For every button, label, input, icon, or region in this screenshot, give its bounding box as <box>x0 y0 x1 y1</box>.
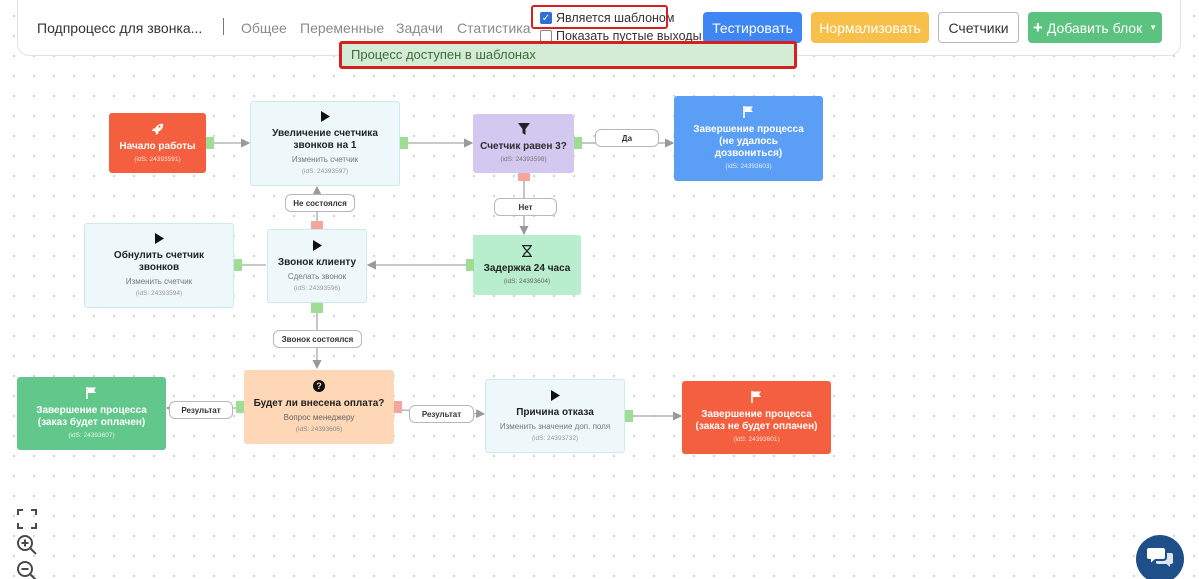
node-call-client[interactable]: Звонок клиенту Сделать звонок (idS: 2439… <box>267 229 367 303</box>
node-end-paid[interactable]: Завершение процесса (заказ будет оплачен… <box>17 377 166 450</box>
node-counter-check[interactable]: Счетчик равен 3? (idS: 24393598) <box>473 114 574 173</box>
zoom-out-icon[interactable] <box>16 560 40 579</box>
add-block-label: Добавить блок <box>1046 19 1143 36</box>
svg-text:?: ? <box>316 381 322 391</box>
flag-icon <box>86 387 97 401</box>
node-question-subtitle: Вопрос менеджеру <box>283 413 355 422</box>
tab-general[interactable]: Общее <box>241 20 287 36</box>
node-reason-id: (idS: 24393732) <box>531 434 579 442</box>
node-call-id: (idS: 24393596) <box>293 284 341 292</box>
chat-icon <box>1146 545 1174 574</box>
port-start-out[interactable] <box>206 137 214 149</box>
node-end-not-reached[interactable]: Завершение процесса (не удалось дозвонит… <box>674 96 823 181</box>
node-end-paid-id: (idS: 24393607) <box>68 432 115 439</box>
port-reason-out[interactable] <box>625 410 633 422</box>
is-template-checkbox[interactable]: ✓ <box>540 12 552 24</box>
node-reason-title: Причина отказа <box>516 406 594 418</box>
rocket-icon <box>151 122 164 137</box>
hourglass-icon <box>522 244 532 259</box>
port-check-no[interactable] <box>518 173 530 181</box>
node-end-paid-title: Завершение процесса (заказ будет оплачен… <box>36 405 147 428</box>
node-check-title: Счетчик равен 3? <box>480 141 567 152</box>
node-increment-title: Увеличение счетчика звонков на 1 <box>272 128 378 151</box>
node-delay-title: Задержка 24 часа <box>483 262 571 274</box>
node-end-fail-title: Завершение процесса (не удалось дозвонит… <box>693 124 804 159</box>
node-reset-counter[interactable]: Обнулить счетчик звонков Изменить счетчи… <box>84 223 234 308</box>
node-question-title: Будет ли внесена оплата? <box>253 398 385 409</box>
chat-button[interactable] <box>1136 535 1184 579</box>
node-payment-question[interactable]: ? Будет ли внесена оплата? Вопрос менедж… <box>244 370 394 444</box>
tab-variables[interactable]: Переменные <box>300 20 385 36</box>
port-question-result-left[interactable] <box>236 401 244 413</box>
edge-label-yes[interactable]: Да <box>595 129 659 147</box>
node-start[interactable]: Начало работы (idS: 24393591) <box>109 113 206 173</box>
zoom-in-icon[interactable] <box>16 534 40 558</box>
play-icon <box>320 111 330 124</box>
play-icon <box>154 233 164 246</box>
node-reset-title: Обнулить счетчик звонков <box>113 250 205 273</box>
node-reason-subtitle: Изменить значение доп. поля <box>499 421 611 431</box>
tab-tasks[interactable]: Задачи <box>396 20 444 36</box>
node-call-subtitle: Сделать звонок <box>287 271 347 281</box>
port-increment-out[interactable] <box>400 137 408 149</box>
show-empty-outputs-label: Показать пустые выходы <box>556 29 702 43</box>
node-end-not-paid[interactable]: Завершение процесса (заказ не будет опла… <box>682 381 831 454</box>
template-hint-tooltip: Процесс доступен в шаблонах <box>339 41 797 69</box>
play-icon <box>312 239 322 253</box>
template-highlight-frame <box>531 5 668 29</box>
port-reset-out[interactable] <box>234 259 242 271</box>
add-block-button[interactable]: + Добавить блок ▼ <box>1028 12 1162 43</box>
edge-label-no[interactable]: Нет <box>494 198 557 216</box>
node-increment-id: (idS: 24393597) <box>301 168 349 175</box>
port-call-not-happened[interactable] <box>311 221 323 229</box>
question-icon: ? <box>313 380 325 394</box>
toolbar-divider <box>223 18 224 35</box>
node-end-unpaid-id: (idS: 24393601) <box>733 436 780 443</box>
test-button[interactable]: Тестировать <box>703 12 802 43</box>
port-question-result-right[interactable] <box>394 401 402 413</box>
process-title: Подпроцесс для звонка... <box>37 20 203 36</box>
play-icon <box>550 389 560 403</box>
node-increment-counter[interactable]: Увеличение счетчика звонков на 1 Изменит… <box>250 101 400 186</box>
node-call-title: Звонок клиенту <box>277 256 357 268</box>
is-template-label: Является шаблоном <box>556 11 675 25</box>
node-refusal-reason[interactable]: Причина отказа Изменить значение доп. по… <box>485 379 625 453</box>
edge-label-result-left[interactable]: Результат <box>169 401 233 419</box>
port-call-happened[interactable] <box>311 303 323 313</box>
node-delay[interactable]: Задержка 24 часа (idS: 24393604) <box>473 235 581 295</box>
normalize-button[interactable]: Нормализовать <box>811 12 929 43</box>
node-start-title: Начало работы <box>119 141 196 152</box>
node-increment-subtitle: Изменить счетчик <box>291 155 359 164</box>
node-end-fail-id: (idS: 24393603) <box>725 163 772 170</box>
port-delay-in[interactable] <box>466 259 474 271</box>
fullscreen-icon[interactable] <box>16 508 40 532</box>
node-start-id: (idS: 24393591) <box>134 156 181 163</box>
filter-icon <box>517 123 530 137</box>
port-check-yes[interactable] <box>574 137 582 149</box>
edge-label-not-happened[interactable]: Не состоялся <box>285 194 355 212</box>
caret-down-icon: ▼ <box>1149 23 1158 32</box>
node-reset-subtitle: Изменить счетчик <box>125 277 193 286</box>
counters-button[interactable]: Счетчики <box>938 12 1019 43</box>
flag-icon <box>743 106 754 120</box>
is-template-row[interactable]: ✓ Является шаблоном <box>540 11 674 25</box>
node-reset-id: (idS: 24393594) <box>135 290 183 297</box>
edge-label-call-happened[interactable]: Звонок состоялся <box>273 330 362 348</box>
plus-icon: + <box>1032 18 1043 37</box>
tab-statistics[interactable]: Статистика <box>457 20 531 36</box>
node-end-unpaid-title: Завершение процесса (заказ не будет опла… <box>695 409 818 432</box>
flag-icon <box>751 391 762 405</box>
node-delay-id: (idS: 24393604) <box>503 277 551 285</box>
edge-label-result-right[interactable]: Результат <box>409 405 474 423</box>
node-question-id: (idS: 24393606) <box>295 426 343 433</box>
node-check-id: (idS: 24393598) <box>500 156 547 163</box>
